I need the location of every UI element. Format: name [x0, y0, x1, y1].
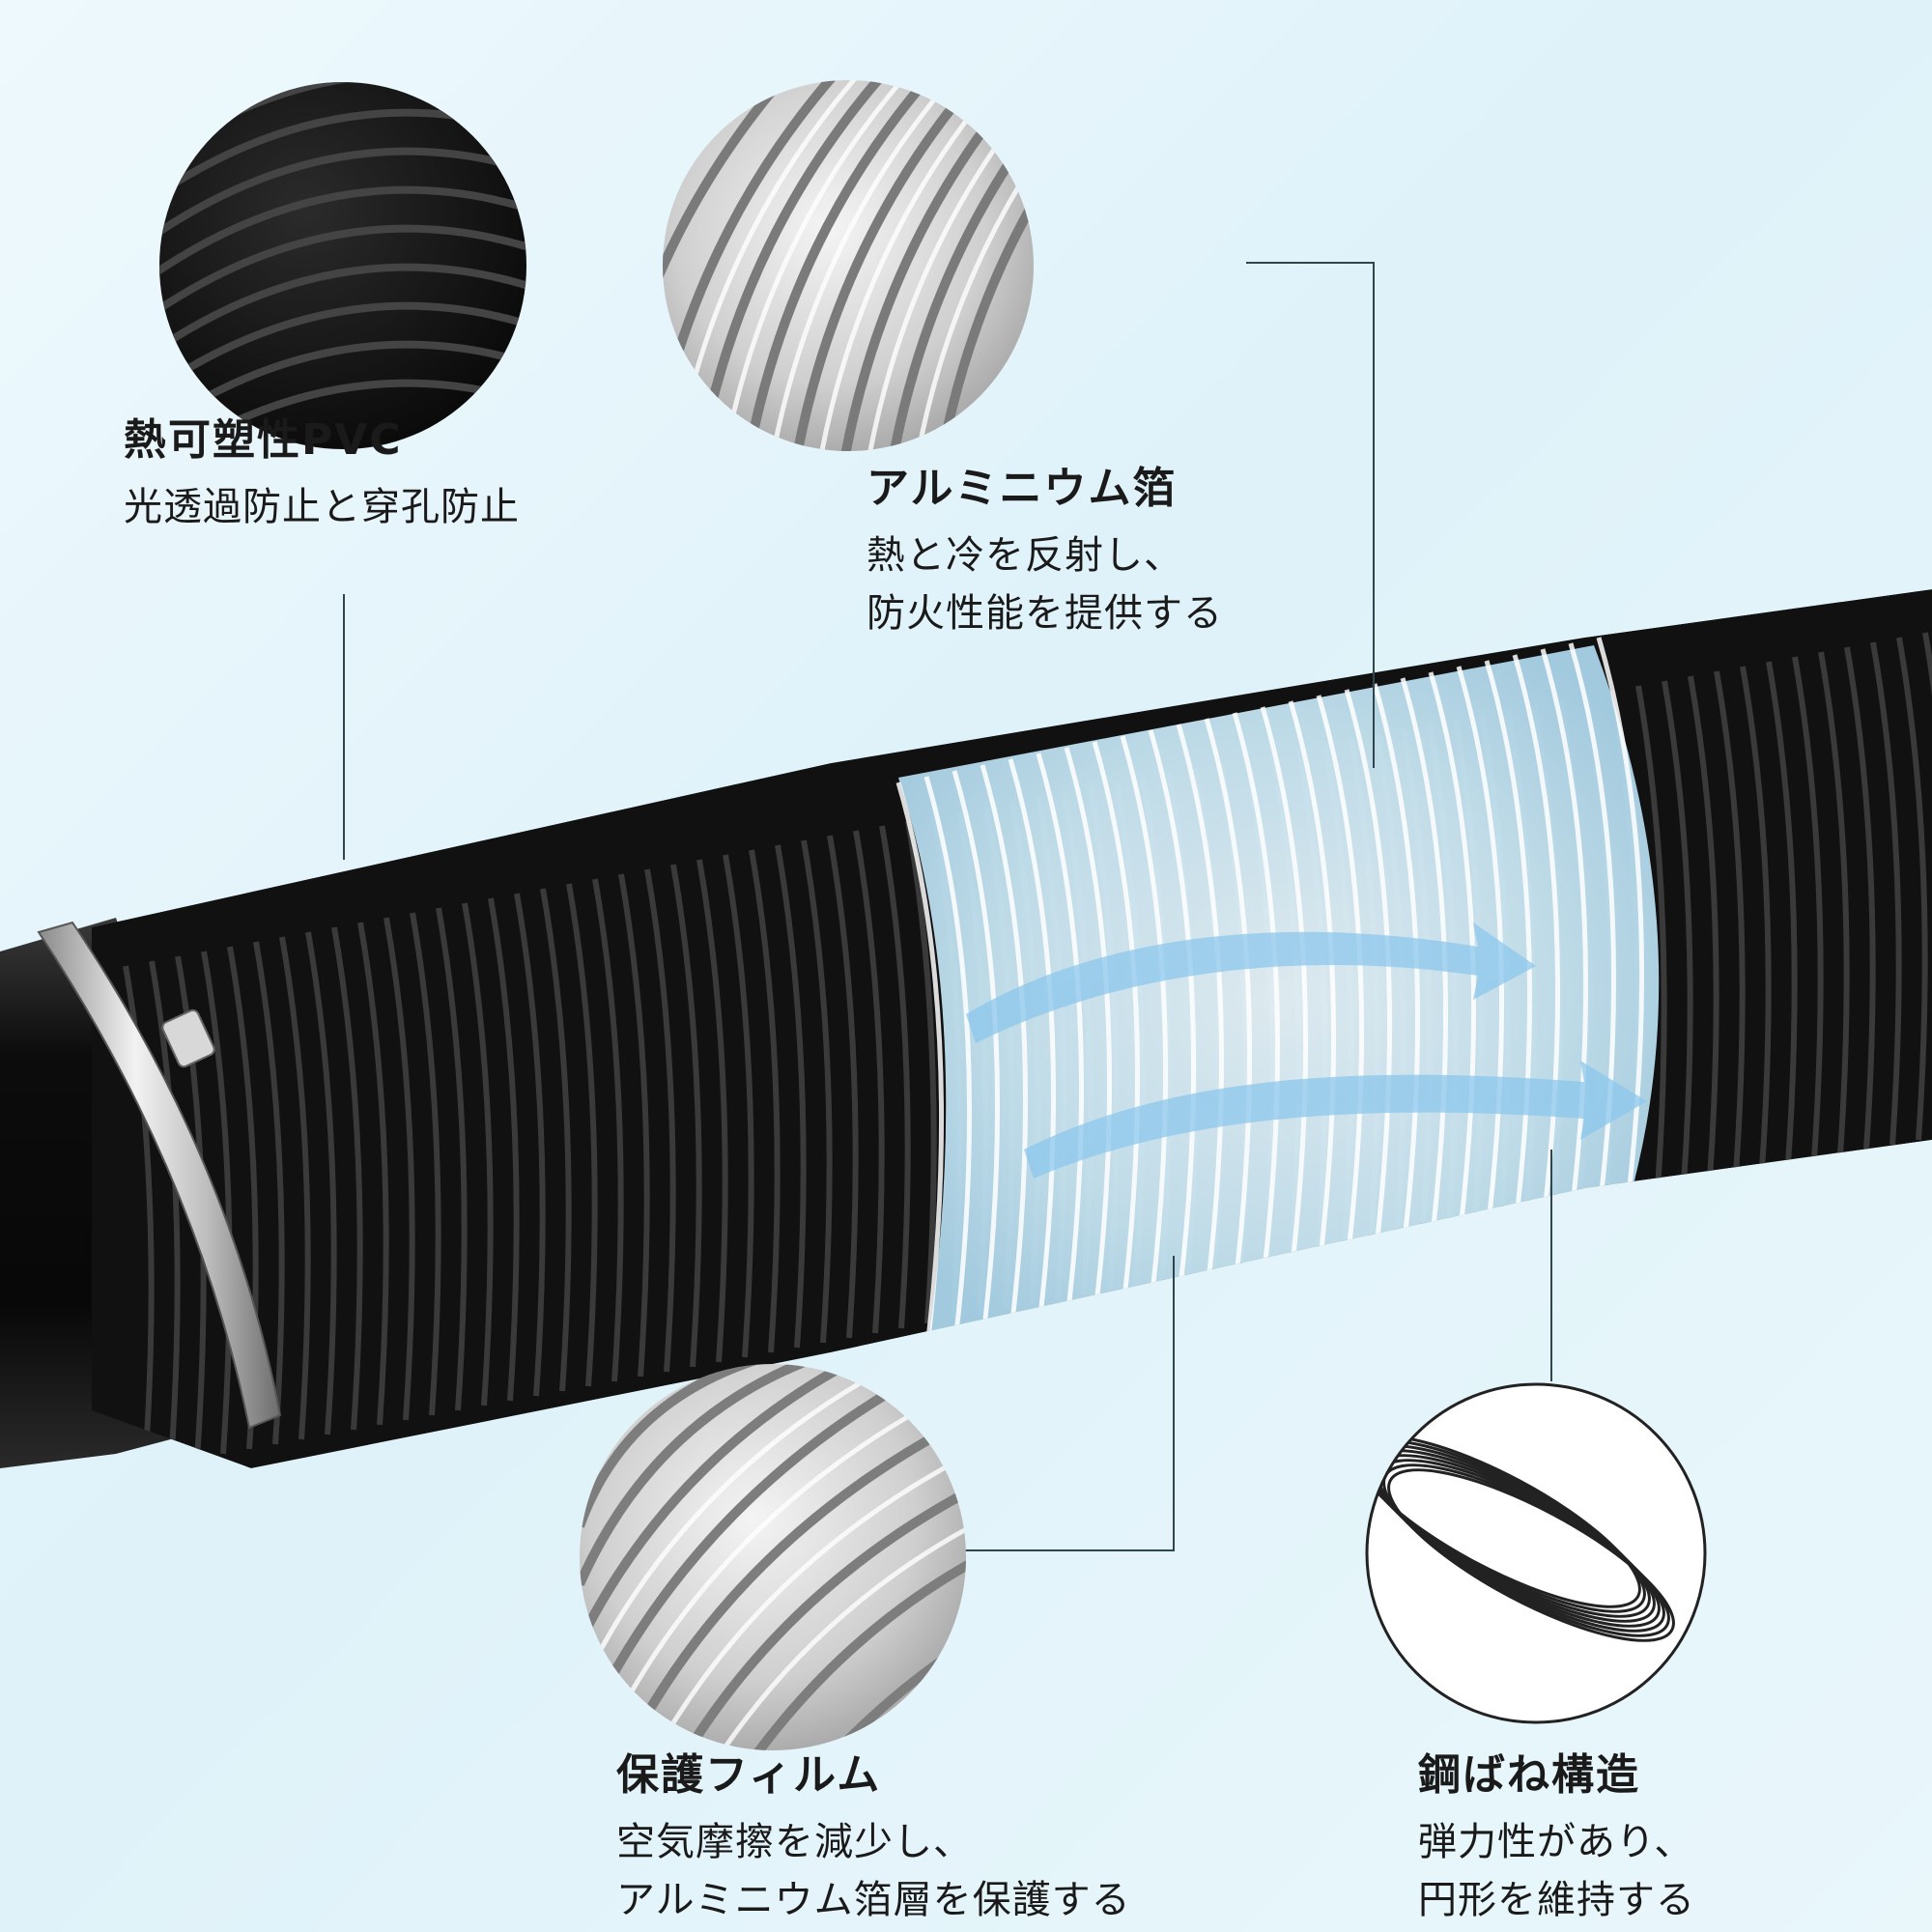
hose-rib — [149, 960, 181, 1464]
hose-rib — [1662, 680, 1693, 1184]
feature-desc-line: 空気摩擦を減少し、 — [616, 1819, 973, 1864]
hose-rib — [253, 941, 285, 1445]
spring-coil — [1512, 654, 1561, 1221]
feature-title: 鋼ばね構造 — [1418, 1750, 1640, 1800]
spring-coil — [1092, 741, 1141, 1308]
spring-coil — [923, 776, 973, 1343]
hose-rib — [436, 907, 468, 1411]
spring-coil — [1596, 637, 1645, 1204]
hose-rib — [618, 873, 650, 1378]
hose-rib — [801, 839, 833, 1344]
hose-rib — [410, 912, 441, 1416]
hose-rib — [462, 902, 494, 1406]
feature-title: アルミニウム箔 — [867, 464, 1178, 513]
hose-rib — [1714, 670, 1746, 1175]
hose-rib — [879, 825, 911, 1329]
spring-coil — [1232, 712, 1281, 1279]
feature-desc-line: 熱と冷を反射し、 — [867, 532, 1183, 578]
hose-rib — [1688, 675, 1719, 1179]
hose-rib — [488, 897, 520, 1402]
spring-coil — [980, 764, 1029, 1331]
hose-rib — [279, 936, 311, 1440]
hose-rib — [1818, 651, 1850, 1155]
spring-coil — [1036, 753, 1085, 1320]
hose-rib — [827, 835, 859, 1339]
feature-protective-film: 保護フィルム 空気摩擦を減少し、 アルミニウム箔層を保護する — [616, 1750, 1131, 1929]
hose-rib — [670, 864, 702, 1368]
hose-rib — [566, 883, 598, 1387]
hose-rib — [1740, 666, 1772, 1170]
spring-coil — [1120, 735, 1169, 1302]
spring-coil — [1204, 718, 1253, 1285]
feature-desc-line: アルミニウム箔層を保護する — [616, 1877, 1131, 1922]
hose-rib — [1870, 641, 1902, 1146]
spring-coil — [895, 781, 945, 1349]
spring-coil — [1484, 660, 1533, 1227]
hose-clamp-icon — [37, 921, 282, 1430]
aluminum-foil-icon — [663, 80, 1034, 451]
spring-coil — [1456, 666, 1505, 1233]
feature-title: 熱可塑性PVC — [124, 415, 403, 465]
transparent-section — [895, 637, 1660, 1349]
hose-rib — [592, 878, 624, 1382]
feature-desc-line: 弾力性があり、 — [1418, 1819, 1694, 1864]
hose-rib — [1792, 656, 1824, 1160]
hose-rib — [1766, 661, 1798, 1165]
flexible-hose — [92, 589, 1932, 1468]
feature-desc-line: 防火性能を提供する — [867, 590, 1223, 636]
hose-rib — [1844, 646, 1876, 1151]
spring-coil — [1540, 648, 1589, 1215]
feature-aluminum-foil: アルミニウム箔 熱と冷を反射し、 防火性能を提供する — [867, 464, 1223, 642]
hose-rib — [1896, 637, 1928, 1141]
hose-rib — [853, 830, 885, 1334]
airflow-arrow-icon — [966, 923, 1647, 1179]
feature-desc-line: 円形を維持する — [1418, 1877, 1695, 1922]
hose-rib — [201, 951, 233, 1455]
spring-coil — [1148, 729, 1197, 1296]
hose-rib — [723, 854, 754, 1358]
hose-rib — [905, 820, 937, 1324]
leader-lines — [343, 262, 1552, 1551]
feature-pvc: 熱可塑性PVC 光透過防止と穿孔防止 — [124, 415, 520, 536]
pvc-texture-icon — [159, 82, 526, 449]
hose-rib — [331, 926, 363, 1431]
hose-rib — [644, 868, 676, 1373]
hose-rib — [749, 849, 781, 1353]
hose-rib — [384, 917, 415, 1421]
protective-film-icon — [580, 1364, 966, 1750]
hose-rib — [775, 844, 807, 1349]
feature-desc-line: 光透過防止と穿孔防止 — [124, 484, 520, 529]
hose-rib — [1635, 685, 1667, 1189]
spring-coil — [1064, 747, 1113, 1314]
hose-rib — [305, 931, 337, 1435]
hose-rib — [696, 859, 728, 1363]
spring-coil — [1400, 677, 1449, 1244]
feature-steel-spring: 鋼ばね構造 弾力性があり、 円形を維持する — [1418, 1750, 1695, 1929]
steel-spring-icon — [1365, 1382, 1707, 1724]
feature-title: 保護フィルム — [616, 1750, 882, 1800]
spring-coil — [1176, 724, 1225, 1291]
spring-coil — [1008, 758, 1057, 1325]
hose-rib — [540, 888, 572, 1392]
hose-rib — [357, 922, 389, 1426]
spring-coil — [1428, 671, 1477, 1238]
hose-rib — [514, 893, 546, 1397]
